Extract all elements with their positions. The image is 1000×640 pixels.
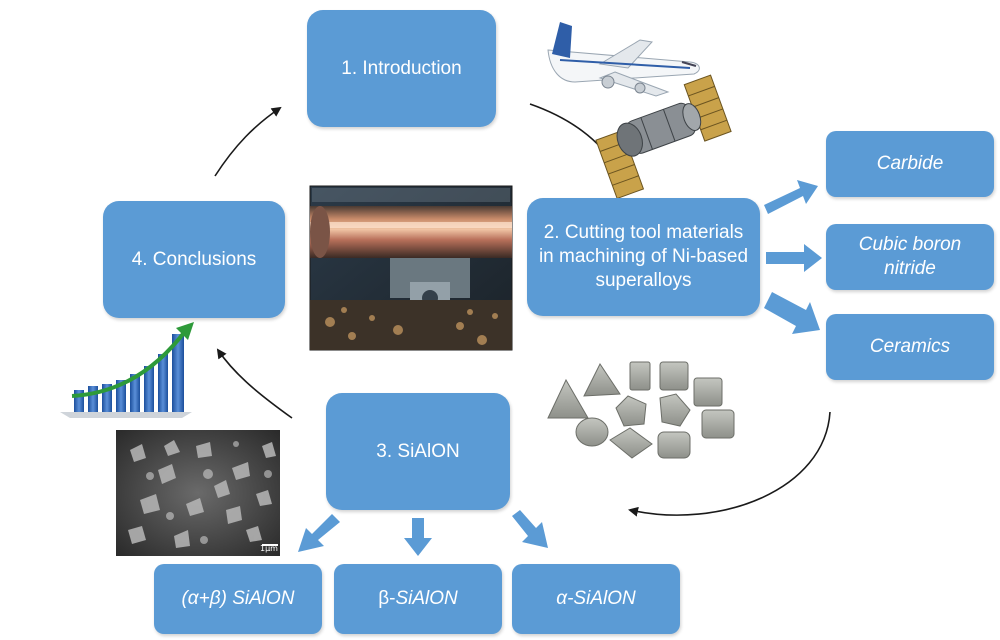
material-carbide-label: Carbide bbox=[876, 153, 944, 175]
material-ceramics-label: Ceramics bbox=[869, 336, 951, 358]
material-cbn[interactable]: Cubic boron nitride bbox=[826, 224, 994, 290]
sialon-type-beta-name: SiAlON bbox=[395, 588, 458, 610]
lathe-photo bbox=[309, 185, 513, 351]
cycle-arrow-sialon-to-conclusions bbox=[216, 348, 293, 419]
airplane-icon bbox=[547, 22, 700, 97]
node-sialon-label: 3. SiAlON bbox=[376, 440, 460, 462]
node-cutting-tools[interactable]: 2. Cutting tool materials in machining o… bbox=[527, 198, 760, 316]
block-arrow-to-cbn bbox=[766, 244, 822, 272]
block-arrow-to-beta bbox=[404, 518, 432, 556]
material-ceramics[interactable]: Ceramics bbox=[826, 314, 994, 380]
spacecraft-icon bbox=[595, 74, 732, 200]
block-arrow-to-ceramics bbox=[764, 292, 820, 334]
cutting-inserts-icon bbox=[547, 361, 735, 459]
sialon-type-alpha-beta-label: (α+β) SiAlON bbox=[181, 588, 295, 610]
cycle-arrow-conclusions-to-intro bbox=[214, 106, 282, 177]
block-arrow-to-carbide bbox=[764, 180, 818, 214]
sialon-type-alpha-label: α-SiAlON bbox=[556, 588, 636, 610]
material-carbide[interactable]: Carbide bbox=[826, 131, 994, 197]
block-arrow-to-alpha-beta bbox=[298, 514, 340, 552]
sialon-type-beta[interactable]: β-SiAlON bbox=[334, 564, 502, 634]
block-arrow-to-alpha bbox=[512, 510, 548, 548]
sem-micrograph bbox=[116, 430, 280, 556]
node-sialon[interactable]: 3. SiAlON bbox=[326, 393, 510, 510]
node-introduction-label: 1. Introduction bbox=[341, 57, 462, 79]
sialon-type-beta-prefix: β- bbox=[378, 588, 396, 610]
node-conclusions[interactable]: 4. Conclusions bbox=[103, 201, 285, 318]
growth-chart-icon bbox=[60, 322, 194, 418]
node-cutting-tools-label: 2. Cutting tool materials in machining o… bbox=[538, 222, 749, 291]
scale-bar-label: 1μm bbox=[260, 544, 278, 553]
node-introduction[interactable]: 1. Introduction bbox=[307, 10, 496, 127]
material-cbn-label: Cubic boron nitride bbox=[858, 234, 962, 279]
sialon-type-alpha[interactable]: α-SiAlON bbox=[512, 564, 680, 634]
cycle-arrow-ceramics-to-sialon bbox=[628, 411, 831, 517]
node-conclusions-label: 4. Conclusions bbox=[131, 248, 257, 270]
sialon-type-alpha-beta[interactable]: (α+β) SiAlON bbox=[154, 564, 322, 634]
